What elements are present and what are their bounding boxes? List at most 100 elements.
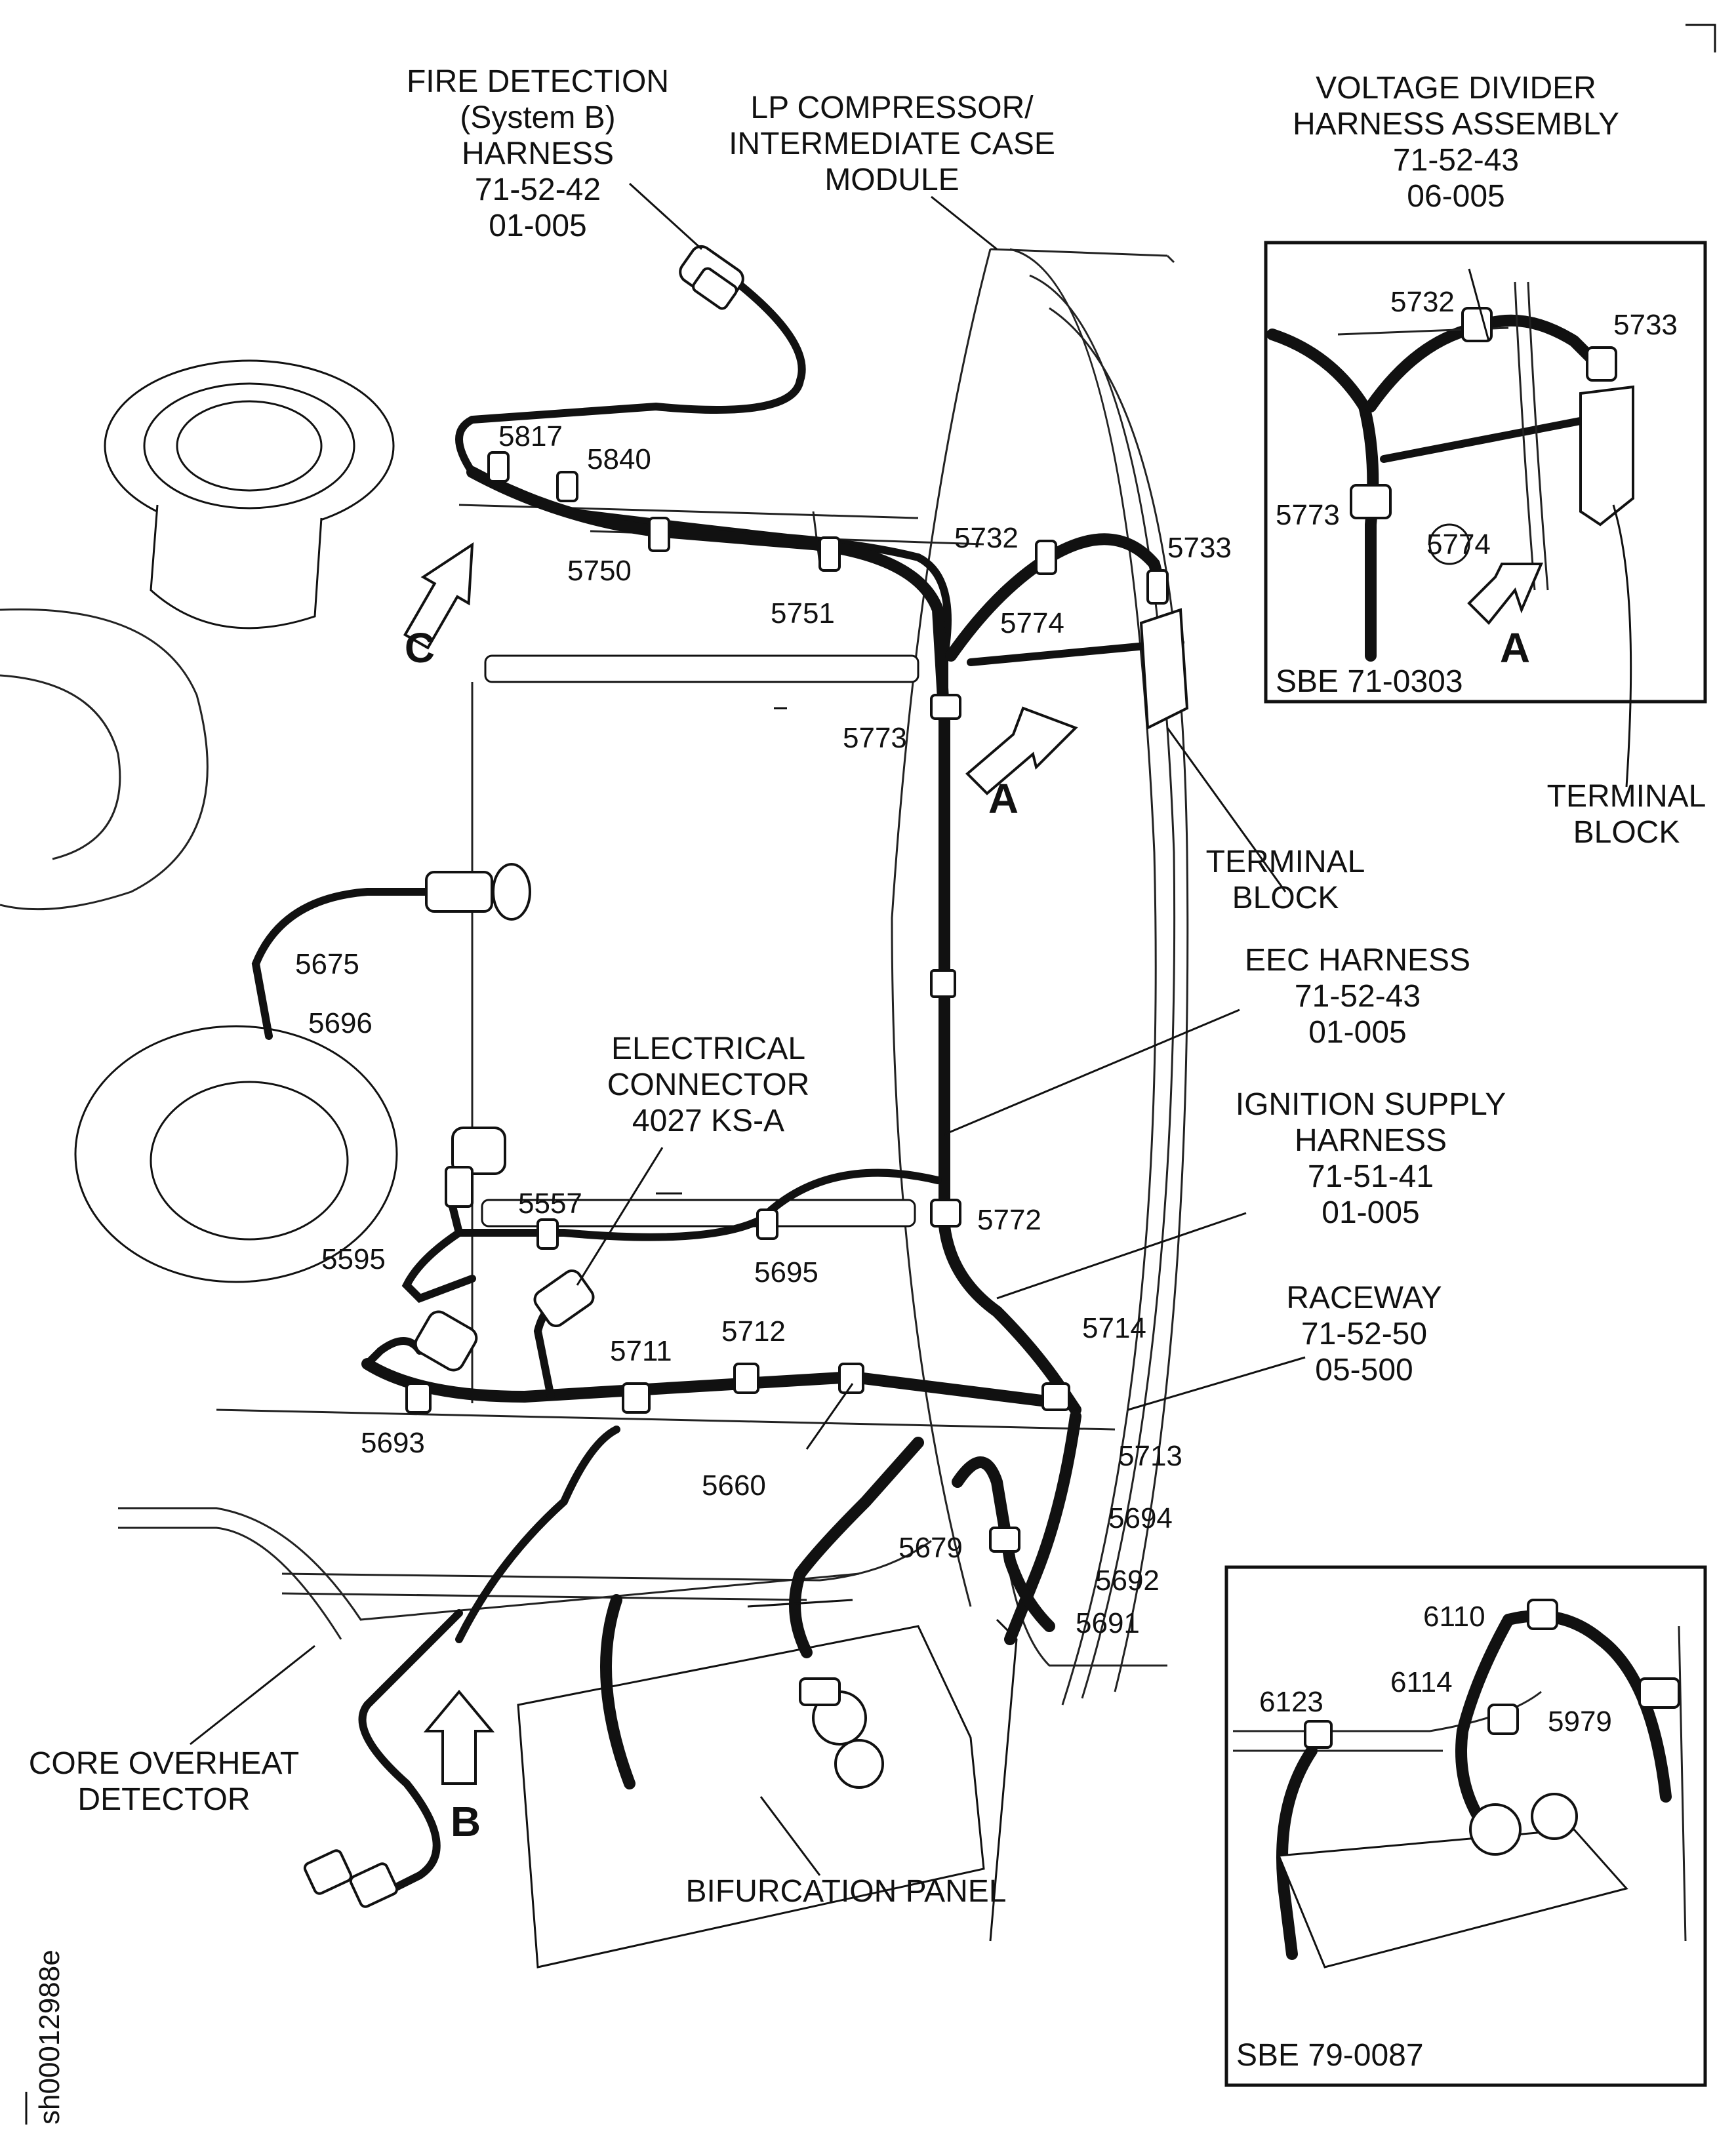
fire-detection-line-5: 01-005 [489, 209, 586, 243]
label-terminal-block-inset: TERMINAL BLOCK [1547, 779, 1706, 850]
fire-detection-line-3: HARNESS [462, 136, 614, 171]
ignition-supply-line-2: HARNESS [1295, 1123, 1447, 1158]
inset-b-clamp-6114: 6114 [1390, 1666, 1453, 1698]
voltage-divider-line-2: HARNESS ASSEMBLY [1293, 107, 1619, 142]
fire-detection-connector [679, 245, 744, 310]
engine-structure [0, 248, 1189, 1968]
voltage-divider-line-1: VOLTAGE DIVIDER [1316, 71, 1596, 106]
terminal-block-main [1139, 608, 1189, 730]
raceway-line-2: 71-52-50 [1301, 1317, 1427, 1351]
ignition-supply-harness [939, 1220, 1081, 1416]
clamp-id-5679: 5679 [898, 1532, 963, 1564]
view-arrow-c [403, 542, 474, 650]
clamp-id-5693: 5693 [361, 1427, 425, 1459]
inset-b: 6110 6114 6123 5979 SBE 79-0087 [1224, 1565, 1707, 2087]
label-core-overheat: CORE OVERHEAT DETECTOR [29, 1746, 300, 1817]
terminal-block-main-line-1: TERMINAL [1206, 845, 1365, 879]
clamp-id-5675: 5675 [295, 948, 359, 980]
ignition-supply-line-4: 01-005 [1322, 1195, 1419, 1230]
bifurcation-panel [517, 1625, 985, 1968]
clamp-id-5817: 5817 [498, 420, 563, 452]
clamp-id-5750: 5750 [567, 555, 632, 587]
label-eec-harness: EEC HARNESS 71-52-43 01-005 [1245, 943, 1470, 1050]
inset-a-terminal-block [1579, 385, 1634, 527]
lp-compressor-line-2: INTERMEDIATE CASE [729, 127, 1055, 161]
clamp-id-5692: 5692 [1095, 1565, 1160, 1597]
inset-b-frame [1224, 1565, 1707, 2087]
core-overheat-line-2: DETECTOR [77, 1782, 250, 1817]
voltage-divider-line-4: 06-005 [1407, 179, 1504, 214]
clamp-id-5774: 5774 [1000, 607, 1064, 639]
harness-5675 [251, 888, 437, 1040]
connectors [303, 245, 1189, 1908]
inset-a-view-arrow [1467, 563, 1544, 625]
harness-5711 [361, 1358, 1068, 1409]
harness-5695 [449, 1168, 942, 1241]
label-bifurcation-panel: BIFURCATION PANEL [686, 1874, 1007, 1909]
raceway-harness [1004, 1410, 1081, 1645]
bifurcation-connectors [799, 1677, 884, 1789]
core-overheat-harness [358, 1609, 463, 1892]
inset-b-clamp-5979: 5979 [1548, 1706, 1612, 1738]
fire-detection-line-4: 71-52-42 [475, 172, 601, 207]
clamp-id-5595: 5595 [321, 1243, 386, 1275]
eec-harness-line-3: 01-005 [1308, 1015, 1406, 1050]
connector-lower-elbow [414, 1310, 478, 1372]
label-raceway: RACEWAY 71-52-50 05-500 [1286, 1281, 1442, 1388]
view-letter-b: B [451, 1798, 481, 1845]
fire-detection-line-1: FIRE DETECTION [407, 64, 669, 99]
raceway-line-3: 05-500 [1315, 1353, 1413, 1388]
electrical-connector-line-1: ELECTRICAL [611, 1031, 805, 1066]
clamp-id-5773: 5773 [843, 722, 907, 754]
connector-5675-plug [425, 863, 531, 921]
clamp-id-5694: 5694 [1108, 1502, 1173, 1534]
clamp-ids: 5817 5840 5750 5751 5732 5733 5774 5773 … [295, 420, 1232, 1639]
view-arrow-b [423, 1689, 495, 1785]
clamp-id-5695: 5695 [754, 1256, 818, 1288]
inset-b-clamp-6123: 6123 [1259, 1686, 1323, 1718]
view-arrow-a [965, 706, 1078, 795]
terminal-block-inset-line-2: BLOCK [1573, 815, 1680, 850]
label-voltage-divider: VOLTAGE DIVIDER HARNESS ASSEMBLY 71-52-4… [1293, 71, 1619, 214]
clamp-id-5712: 5712 [721, 1315, 786, 1348]
clamp-id-5733: 5733 [1167, 532, 1232, 564]
view-letter-c: C [405, 624, 435, 671]
voltage-divider-line-3: 71-52-43 [1393, 143, 1519, 178]
clamp-id-5772: 5772 [977, 1204, 1041, 1236]
clamp-id-5713: 5713 [1118, 1440, 1182, 1472]
inset-a-clamp-5774: 5774 [1426, 529, 1491, 561]
fire-detection-line-2: (System B) [460, 100, 615, 135]
clamp-id-5691: 5691 [1076, 1607, 1140, 1639]
lp-compressor-line-1: LP COMPRESSOR/ [750, 90, 1034, 125]
eec-harness-line-2: 71-52-43 [1295, 979, 1421, 1014]
inset-a-reference: SBE 71-0303 [1276, 664, 1463, 699]
clamp-id-5751: 5751 [771, 597, 835, 629]
label-ignition-supply: IGNITION SUPPLY HARNESS 71-51-41 01-005 [1236, 1087, 1506, 1230]
inset-b-clamp-6110: 6110 [1423, 1601, 1485, 1633]
clamp-id-5714: 5714 [1082, 1312, 1146, 1344]
inset-a-clamp-5773: 5773 [1276, 499, 1340, 531]
view-letter-a: A [988, 775, 1019, 822]
inset-a-clamp-5733: 5733 [1613, 309, 1678, 341]
terminal-block-main-line-2: BLOCK [1232, 881, 1339, 915]
ignition-supply-line-1: IGNITION SUPPLY [1236, 1087, 1506, 1122]
clamp-markers [405, 451, 1169, 1553]
clamp-id-5732: 5732 [954, 522, 1019, 554]
support-bar-lower [481, 1199, 916, 1228]
support-bar-upper [484, 654, 919, 683]
inset-a-view-letter: A [1500, 624, 1530, 671]
clamp-id-5557: 5557 [518, 1188, 582, 1220]
clamp-id-5696: 5696 [308, 1007, 373, 1039]
electrical-connector-line-2: CONNECTOR [607, 1068, 809, 1102]
label-lp-compressor: LP COMPRESSOR/ INTERMEDIATE CASE MODULE [729, 90, 1055, 197]
inset-a: 5732 5733 5773 5774 A SBE 71-0303 [1264, 241, 1707, 788]
eec-harness-line-1: EEC HARNESS [1245, 943, 1470, 978]
ignition-supply-line-3: 71-51-41 [1308, 1159, 1434, 1194]
terminal-block-inset-line-1: TERMINAL [1547, 779, 1706, 814]
clamp-id-5711: 5711 [610, 1335, 672, 1367]
inset-b-reference: SBE 79-0087 [1236, 2038, 1424, 2073]
clamp-id-5660: 5660 [702, 1469, 766, 1502]
label-terminal-block-main: TERMINAL BLOCK [1206, 845, 1365, 915]
electrical-connector-line-3: 4027 KS-A [632, 1104, 784, 1138]
